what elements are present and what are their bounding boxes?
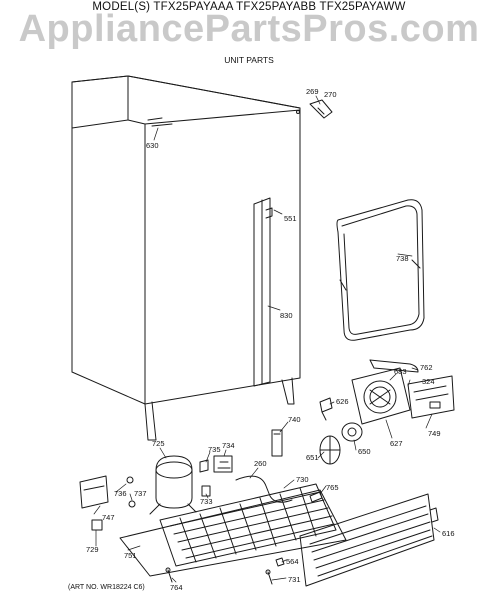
gasket-738 xyxy=(336,199,425,341)
part-747 xyxy=(79,475,109,509)
callout-683: 683 xyxy=(394,367,407,376)
tube-762 xyxy=(369,359,419,373)
callout-740: 740 xyxy=(288,415,301,424)
compressor-725 xyxy=(149,455,197,515)
callout-650: 650 xyxy=(358,447,371,456)
callout-737: 737 xyxy=(134,489,147,498)
fan-blade-651 xyxy=(319,435,341,465)
screw-731 xyxy=(265,569,273,585)
callout-764: 764 xyxy=(170,583,183,592)
clip-735 xyxy=(199,459,209,473)
bracket-269 xyxy=(309,99,333,119)
art-number: (ART NO. WR18224 C6) xyxy=(68,584,145,591)
cabinet-channel-830 xyxy=(253,197,273,387)
tube-260 xyxy=(235,475,293,503)
callout-733: 733 xyxy=(200,497,213,506)
callout-731: 731 xyxy=(288,575,301,584)
callout-735: 735 xyxy=(208,445,221,454)
callout-736: 736 xyxy=(114,489,127,498)
part-733 xyxy=(201,485,211,497)
screw-764 xyxy=(165,567,173,583)
callout-730: 730 xyxy=(296,475,309,484)
callout-751: 751 xyxy=(124,551,137,560)
fan-shroud-627 xyxy=(351,367,411,425)
callout-616: 616 xyxy=(442,529,455,538)
watermark: AppliancePartsPros.com xyxy=(18,8,480,50)
callout-749: 749 xyxy=(428,429,441,438)
callout-269: 269 xyxy=(306,87,319,96)
callout-626: 626 xyxy=(336,397,349,406)
callout-747: 747 xyxy=(102,513,115,522)
callout-738: 738 xyxy=(396,254,409,263)
callout-324: 324 xyxy=(422,377,435,386)
callout-260: 260 xyxy=(254,459,267,468)
screw-564 xyxy=(275,557,285,567)
section-title: UNIT PARTS xyxy=(224,55,274,65)
refrigerator-cabinet xyxy=(71,75,301,441)
callout-labels: 269 270 630 551 738 830 762 683 324 626 … xyxy=(86,87,455,592)
control-board-749 xyxy=(407,375,455,419)
relay-740 xyxy=(271,429,283,457)
condenser-730 xyxy=(159,483,337,567)
part-737 xyxy=(128,500,136,508)
callout-627: 627 xyxy=(390,439,403,448)
callout-551: 551 xyxy=(284,214,297,223)
callout-564: 564 xyxy=(286,557,299,566)
callout-830: 830 xyxy=(280,311,293,320)
part-736 xyxy=(126,476,134,484)
part-729 xyxy=(91,519,103,531)
leader-lines xyxy=(93,95,441,583)
part-765 xyxy=(309,491,323,503)
callout-762: 762 xyxy=(420,363,433,372)
callout-765: 765 xyxy=(326,483,339,492)
model-title: MODEL(S) TFX25PAYAAA TFX25PAYABB TFX25PA… xyxy=(92,1,406,13)
callout-725: 725 xyxy=(152,439,165,448)
grille-616 xyxy=(299,493,439,587)
callout-651: 651 xyxy=(306,453,319,462)
overload-734 xyxy=(213,455,233,473)
base-pan-751 xyxy=(119,489,347,577)
motor-650 xyxy=(341,422,363,442)
callout-630: 630 xyxy=(146,141,159,150)
callout-734: 734 xyxy=(222,441,235,450)
callout-270: 270 xyxy=(324,90,337,99)
sensor-626 xyxy=(319,397,333,421)
callout-729: 729 xyxy=(86,545,99,554)
